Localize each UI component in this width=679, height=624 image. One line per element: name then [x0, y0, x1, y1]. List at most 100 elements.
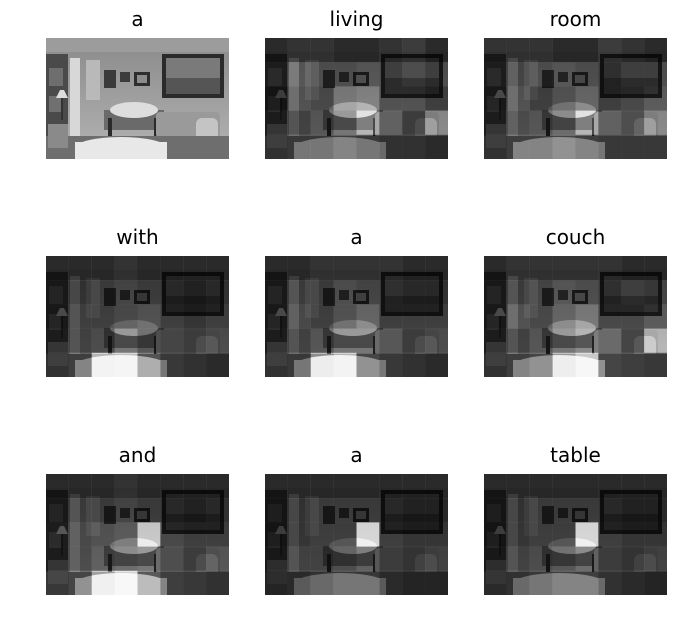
attention-cell	[529, 328, 553, 353]
attention-cell	[484, 522, 507, 547]
attention-cell	[484, 256, 507, 281]
attention-cell	[425, 522, 448, 547]
attention-cell	[402, 352, 426, 377]
attention-cell	[552, 110, 576, 135]
attention-cell	[379, 134, 403, 159]
attention-cell	[46, 498, 69, 523]
attention-cell	[506, 570, 530, 595]
attention-cell	[621, 256, 645, 281]
attention-cell	[114, 280, 138, 305]
attention-cell	[333, 522, 357, 547]
attention-cell	[287, 62, 311, 87]
attention-cell	[644, 328, 667, 353]
attention-cell	[333, 280, 357, 305]
attention-cell	[621, 546, 645, 571]
attention-cell	[183, 304, 207, 329]
attention-cell	[68, 474, 92, 499]
attention-cell	[356, 62, 380, 87]
attention-cell	[287, 352, 311, 377]
attention-cell	[379, 304, 403, 329]
attention-cell	[356, 498, 380, 523]
scene-image	[46, 474, 229, 595]
attention-cell	[265, 110, 288, 135]
attention-cell	[91, 546, 115, 571]
attention-cell	[552, 86, 576, 111]
attention-cell	[598, 38, 622, 63]
attention-cell	[575, 498, 599, 523]
attention-cell	[575, 352, 599, 377]
attention-cell	[91, 328, 115, 353]
attention-cell	[310, 474, 334, 499]
attention-cell	[333, 328, 357, 353]
attention-cell	[598, 110, 622, 135]
attention-cell	[552, 304, 576, 329]
attention-cell	[183, 352, 207, 377]
attention-cell	[265, 86, 288, 111]
attention-cell	[356, 474, 380, 499]
attention-cell	[484, 474, 507, 499]
attention-cell	[621, 304, 645, 329]
attention-cell	[379, 256, 403, 281]
panel-word-title: and	[118, 443, 157, 467]
attention-cell	[506, 546, 530, 571]
attention-cell	[425, 134, 448, 159]
attention-cell	[506, 134, 530, 159]
attention-cell	[598, 304, 622, 329]
attention-cell	[529, 38, 553, 63]
attention-image	[484, 38, 667, 159]
attention-cell	[575, 522, 599, 547]
attention-cell	[114, 498, 138, 523]
attention-cell	[575, 38, 599, 63]
attention-cell	[91, 352, 115, 377]
attention-cell	[160, 522, 184, 547]
attention-cell	[484, 352, 507, 377]
attention-cell	[310, 546, 334, 571]
attention-image	[46, 474, 229, 595]
attention-cell	[114, 546, 138, 571]
attention-cell	[425, 280, 448, 305]
attention-cell	[356, 570, 380, 595]
attention-cell	[183, 570, 207, 595]
attention-cell	[598, 86, 622, 111]
attention-cell	[137, 352, 161, 377]
attention-cell	[310, 110, 334, 135]
attention-cell	[529, 86, 553, 111]
attention-cell	[91, 570, 115, 595]
attention-cell	[402, 86, 426, 111]
attention-cell	[402, 62, 426, 87]
attention-cell	[265, 328, 288, 353]
attention-cell	[484, 304, 507, 329]
attention-cell	[206, 474, 229, 499]
attention-cell	[598, 352, 622, 377]
attention-cell	[575, 86, 599, 111]
attention-cell	[575, 280, 599, 305]
attention-cell	[621, 280, 645, 305]
attention-cell	[425, 38, 448, 63]
attention-cell	[160, 474, 184, 499]
attention-cell	[552, 280, 576, 305]
attention-cell	[425, 328, 448, 353]
attention-cell	[506, 498, 530, 523]
attention-cell	[287, 304, 311, 329]
attention-cell	[183, 498, 207, 523]
attention-image	[484, 474, 667, 595]
attention-cell	[379, 328, 403, 353]
attention-cell	[425, 304, 448, 329]
attention-cell	[114, 522, 138, 547]
attention-cell	[529, 474, 553, 499]
attention-cell	[644, 498, 667, 523]
attention-cell	[137, 546, 161, 571]
attention-cell	[621, 86, 645, 111]
attention-cell	[598, 134, 622, 159]
attention-cell	[68, 570, 92, 595]
attention-cell	[552, 570, 576, 595]
attention-cell	[644, 546, 667, 571]
scene-image	[484, 38, 667, 159]
attention-cell	[506, 256, 530, 281]
attention-cell	[91, 498, 115, 523]
attention-image	[265, 256, 448, 377]
attention-cell	[484, 498, 507, 523]
attention-cell	[46, 546, 69, 571]
attention-cell	[356, 134, 380, 159]
scene-image	[46, 256, 229, 377]
